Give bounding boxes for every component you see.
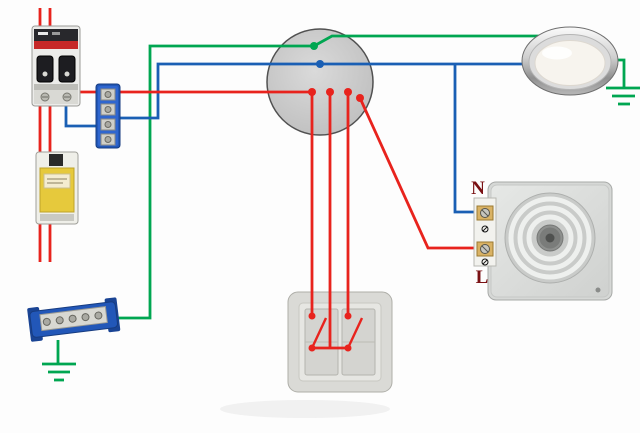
two-pole-circuit-breaker (31, 25, 81, 107)
neutral-wire-to-fan (453, 64, 480, 214)
ground-wire-to-earth-block (104, 44, 314, 320)
switch-contact-arm-1 (310, 317, 328, 349)
switch-contact-arm-2 (346, 317, 364, 349)
breaker-toggle (49, 154, 63, 166)
ground-wire-to-light (313, 34, 560, 48)
neutral-wire-breaker-stub (64, 104, 100, 128)
background-smudge (220, 400, 390, 418)
neutral-terminal-block (95, 83, 121, 149)
single-circuit-breaker (35, 151, 79, 225)
terminal-screws (100, 88, 116, 146)
switch-line-wires (310, 92, 364, 350)
earth-terminal-block (27, 297, 121, 342)
ceiling-light-fixture (521, 26, 619, 96)
fan-terminal-strip (473, 197, 497, 267)
neutral-connection-dot (316, 60, 324, 68)
fan-line-label: L (476, 267, 489, 288)
fan-indicator (595, 287, 601, 293)
junction-box (266, 28, 374, 136)
two-gang-wall-switch (287, 291, 393, 393)
line-connection-dots (308, 88, 364, 352)
breaker-toggle-left (36, 55, 54, 83)
ground-connection-dot (310, 42, 318, 50)
fan-neutral-label: N (471, 178, 485, 199)
ground-symbol-left (42, 362, 76, 382)
terminal-screws (42, 311, 103, 326)
breaker-toggle-right (58, 55, 76, 83)
light-dome (534, 40, 606, 86)
line-wire-to-fan (358, 97, 480, 250)
ground-symbol-right (606, 86, 640, 106)
exhaust-fan (487, 181, 613, 301)
